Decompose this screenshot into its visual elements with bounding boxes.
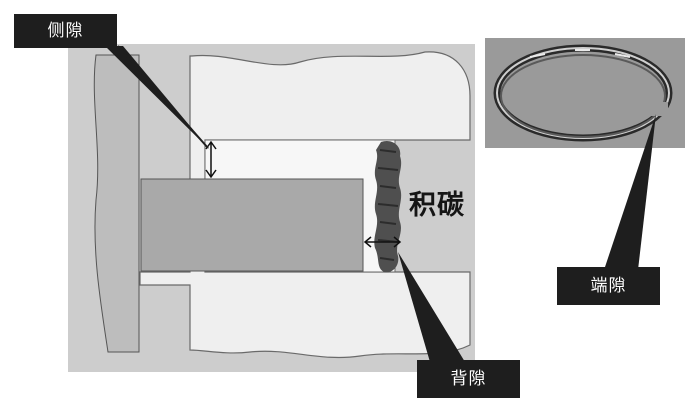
back-gap-label: 背隙 bbox=[417, 360, 520, 398]
side-gap-label: 侧隙 bbox=[14, 14, 117, 48]
end-gap-leader bbox=[604, 114, 656, 270]
side-gap-leader-line bbox=[117, 45, 209, 149]
back-gap-arrow bbox=[363, 236, 402, 248]
piston-ring-section bbox=[140, 178, 364, 272]
piston-ring-photo bbox=[493, 44, 673, 142]
back-gap-leader bbox=[398, 252, 465, 362]
carbon-deposit-texture bbox=[377, 149, 399, 261]
side-gap-leader bbox=[105, 46, 210, 150]
end-gap-label: 端隙 bbox=[557, 267, 660, 305]
carbon-deposit-label: 积碳 bbox=[409, 190, 465, 221]
cylinder-wall bbox=[93, 54, 140, 353]
